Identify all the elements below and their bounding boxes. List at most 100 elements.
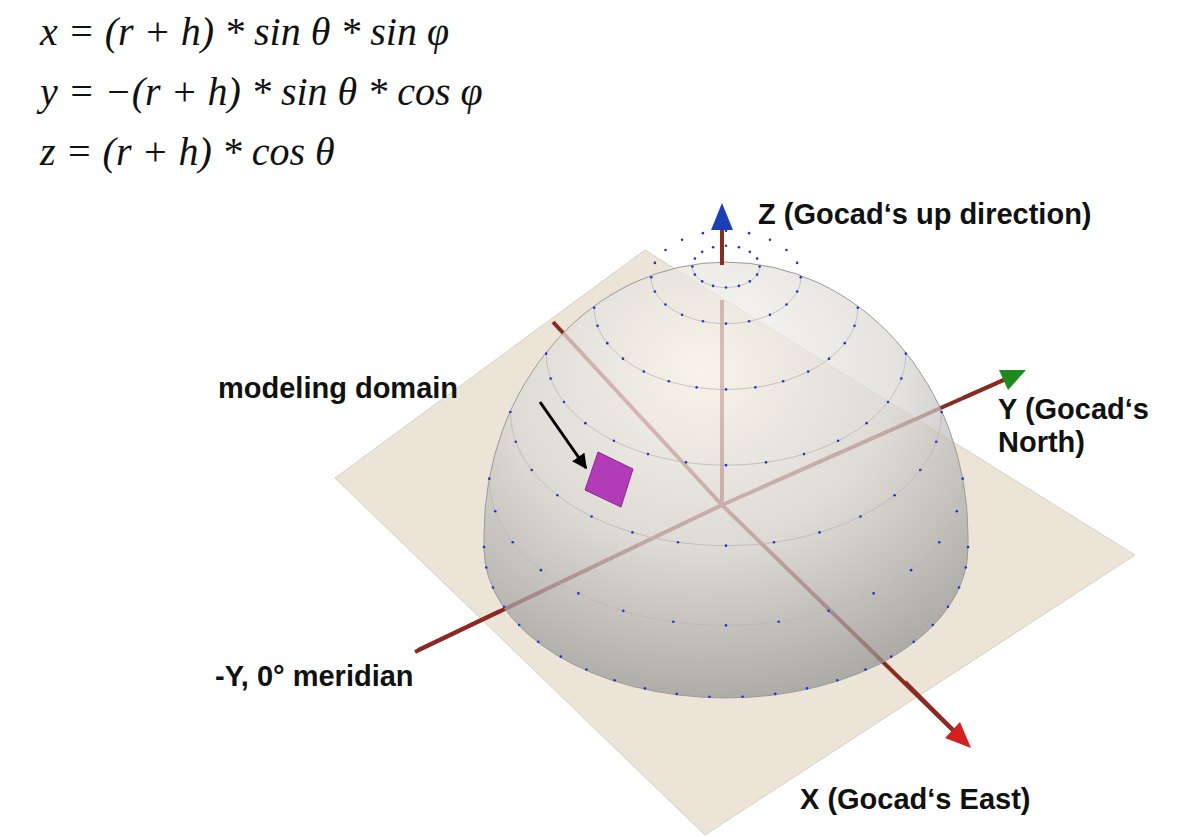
grid-dot <box>748 232 751 235</box>
grid-dot <box>931 624 934 627</box>
latitude-ring <box>546 354 906 466</box>
grid-dot <box>741 695 744 698</box>
grid-dot <box>765 461 768 464</box>
grid-dot <box>540 569 543 572</box>
grid-dot <box>485 566 488 569</box>
grid-dot <box>935 440 938 443</box>
grid-dot <box>967 546 970 549</box>
y-arrowhead <box>999 370 1026 390</box>
grid-dot <box>675 693 678 696</box>
grid-dot <box>773 541 776 544</box>
grid-dot <box>725 322 728 325</box>
grid-dot <box>958 586 961 589</box>
latitude-ring <box>594 308 858 390</box>
grid-dot <box>919 469 922 472</box>
grid-dot <box>545 352 548 355</box>
grid-dot <box>749 251 752 254</box>
grid-dot <box>695 386 698 389</box>
grid-dot <box>613 440 616 443</box>
grid-dot <box>702 232 705 235</box>
grid-dot <box>644 687 647 690</box>
grid-dot <box>961 477 964 480</box>
grid-dot <box>622 357 625 360</box>
latitude-grid <box>483 230 970 698</box>
grid-dot <box>725 544 728 547</box>
grid-dot <box>677 541 680 544</box>
grid-dot <box>725 244 728 247</box>
latitude-ring <box>692 267 759 288</box>
grid-dot <box>511 541 514 544</box>
callout-label: modeling domain <box>218 372 458 405</box>
axes-outer <box>418 222 1008 732</box>
grid-dot <box>654 262 657 265</box>
latitude-ring <box>651 277 801 323</box>
grid-dot <box>955 510 958 513</box>
grid-dot <box>702 320 705 323</box>
grid-dot <box>754 386 757 389</box>
grid-dot <box>893 494 896 497</box>
grid-dot <box>947 605 950 608</box>
grid-dot <box>708 695 711 698</box>
grid-dot <box>872 592 875 595</box>
grid-dot <box>900 377 903 380</box>
grid-dot <box>940 411 943 414</box>
grid-dot <box>685 461 688 464</box>
grid-dot <box>563 401 566 404</box>
grid-dot <box>912 640 915 643</box>
grid-dot <box>725 286 728 289</box>
grid-dot <box>681 313 684 316</box>
grid-dot <box>694 257 697 260</box>
leader-arrow <box>540 402 586 468</box>
grid-dot <box>725 388 728 391</box>
grid-dot <box>672 620 675 623</box>
grid-dot <box>664 249 667 252</box>
grid-dot <box>725 624 728 627</box>
modeling-domain-patch <box>585 452 633 507</box>
grid-dot <box>494 510 497 513</box>
formula-z: z = (r + h) * cos θ <box>40 128 335 175</box>
grid-dot <box>785 249 788 252</box>
grid-dot <box>643 370 646 373</box>
grid-dot <box>509 411 512 414</box>
grid-dot <box>799 276 802 279</box>
y-axis-label: Y (Gocad‘s North) <box>998 393 1198 460</box>
grid-dot <box>631 531 634 534</box>
grid-dot <box>910 569 913 572</box>
grid-dot <box>606 342 609 345</box>
grid-dot <box>818 531 821 534</box>
grid-dot <box>828 357 831 360</box>
neg-y-axis-label: -Y, 0° meridian <box>215 660 414 693</box>
z-arrowhead <box>711 203 733 230</box>
formula-x: x = (r + h) * sin θ * sin φ <box>40 8 449 55</box>
grid-dot <box>514 440 517 443</box>
grid-dot <box>836 679 839 682</box>
grid-dot <box>701 251 704 254</box>
grid-dot <box>806 687 809 690</box>
grid-dot <box>654 290 657 293</box>
grid-dot <box>668 380 671 383</box>
grid-dot <box>681 238 684 241</box>
grid-dot <box>577 592 580 595</box>
grid-dot <box>853 325 856 328</box>
grid-dot <box>859 515 862 518</box>
grid-dot <box>796 290 799 293</box>
grid-dot <box>584 422 587 425</box>
x-axis-label: X (Gocad‘s East) <box>800 783 1030 816</box>
ground-plane <box>335 250 1135 835</box>
grid-dot <box>807 370 810 373</box>
grid-dot <box>694 273 697 276</box>
grid-dot <box>613 679 616 682</box>
grid-dot <box>864 668 867 671</box>
latitude-ring <box>489 479 962 626</box>
grid-dot <box>887 401 890 404</box>
grid-dot <box>890 655 893 658</box>
grid-dot <box>537 640 540 643</box>
grid-dot <box>650 276 653 279</box>
grid-dot <box>865 422 868 425</box>
grid-dot <box>712 285 715 288</box>
grid-dot <box>596 325 599 328</box>
grid-dot <box>738 246 741 249</box>
grid-dot <box>756 257 759 260</box>
grid-dot <box>738 285 741 288</box>
